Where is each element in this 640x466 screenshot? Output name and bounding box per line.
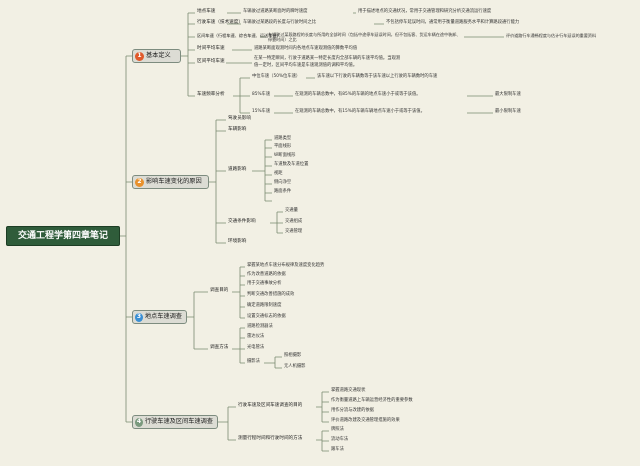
traffic-item[interactable]: 交通量 — [285, 208, 298, 213]
p15-speed-note: 最小限制车速 — [495, 109, 521, 114]
travel-time-method-node[interactable]: 测量行程时间和行驶时间的方法 — [238, 436, 303, 441]
spot-speed-desc: 车辆驶过道路某断面时的瞬时速度 — [243, 9, 308, 14]
survey-method-node[interactable]: 调查方法 — [210, 345, 229, 350]
road-item[interactable]: 侧向净空 — [274, 180, 292, 185]
root-node[interactable]: 交通工程学第四章笔记 — [6, 226, 120, 246]
speed-frequency-node[interactable]: 车速频率分析 — [197, 92, 225, 97]
travel-survey-purpose-node[interactable]: 行驶车速及区间车速调查的目的 — [238, 403, 303, 408]
road-item[interactable]: 纵断面线形 — [274, 153, 296, 158]
travel-method-item[interactable]: 牌照法 — [331, 427, 344, 432]
travel-purpose-item[interactable]: 评价道路改建及交通管理措施的效果 — [331, 418, 400, 423]
purpose-item[interactable]: 确定道路限制速度 — [247, 303, 282, 308]
road-item[interactable]: 路面条件 — [274, 189, 292, 194]
number-badge: 4 — [135, 417, 143, 427]
time-mean-speed-desc: 道路某断面观测时间内各地点车速观测值的算数平均值 — [254, 46, 358, 51]
method-item[interactable]: 光电管法 — [247, 345, 265, 350]
vehicle-factor[interactable]: 车辆影响 — [228, 127, 247, 132]
section-speed-desc2: 评价道路行车通畅程度与估计行车延误的重要资料 — [506, 33, 597, 38]
p85-speed-desc: 在观测的车辆总数中，有85%的车辆的地点车速小于或等于该值。 — [295, 92, 421, 97]
spot-speed-desc2: 用于描述地点的交通状况，常用于交通管理和研究分析交通流运行速度 — [358, 9, 492, 14]
branch-speed-factors[interactable]: 2 影响车速变化的原因 — [132, 175, 209, 189]
purpose-item[interactable]: 作为改善道路的依据 — [247, 272, 286, 277]
p85-speed-node[interactable]: 85%车速 — [252, 92, 271, 97]
branch-label: 基本定义 — [146, 51, 171, 59]
traffic-factor[interactable]: 交通条件影响 — [228, 219, 256, 224]
travel-method-item[interactable]: 跟车法 — [331, 447, 344, 452]
travel-speed-desc2: 不包括停车延误时间，通常用于衡量道路服务水平和计算路段通行能力 — [386, 20, 520, 25]
road-item[interactable]: 道路类型 — [274, 136, 292, 141]
purpose-item[interactable]: 设置交通标志的依据 — [247, 314, 286, 319]
travel-purpose-item[interactable]: 掌握道路交通现状 — [331, 388, 366, 393]
travel-speed-desc: 车辆驶过某路段的长度与行驶时间之比 — [243, 20, 317, 25]
method-item[interactable]: 道路检测器法 — [247, 324, 273, 329]
traffic-item[interactable]: 交通组成 — [285, 219, 303, 224]
time-mean-speed-node[interactable]: 时间平均车速 — [197, 46, 225, 51]
spot-speed-node[interactable]: 地点车速 — [197, 9, 216, 14]
method-item[interactable]: 雷达仪法 — [247, 334, 265, 339]
p15-speed-node[interactable]: 15%车速 — [252, 109, 271, 114]
branch-label: 影响车速变化的原因 — [146, 177, 202, 185]
travel-purpose-item[interactable]: 作为衡量道路上车辆运营经济性的重要参数 — [331, 398, 413, 403]
purpose-item[interactable]: 掌握某地点车速分布规律及速度变化趋势 — [247, 263, 325, 268]
environment-factor[interactable]: 环境影响 — [228, 239, 247, 244]
purpose-item[interactable]: 用于交通事故分析 — [247, 281, 282, 286]
branch-label: 地点车速调查 — [144, 312, 182, 320]
median-speed-node[interactable]: 中位车速（50%位车速） — [252, 74, 301, 79]
branch-travel-speed-survey[interactable]: 4 行驶车速及区间车速调查 — [132, 415, 218, 429]
photo-method-node[interactable]: 摄影法 — [247, 359, 260, 364]
section-speed-node[interactable]: 区间车速（行程车速、综合车速、运送车速） — [197, 33, 281, 38]
space-mean-speed-desc-line2: 值一定时，区间平均车速是车速观测值的调和平均值。 — [254, 63, 358, 68]
number-badge: 3 — [135, 312, 143, 322]
survey-purpose-node[interactable]: 调查目的 — [210, 288, 229, 293]
travel-purpose-item[interactable]: 用作分流与改建的依据 — [331, 408, 374, 413]
road-item[interactable]: 视距 — [274, 171, 283, 176]
section-speed-desc: 车辆驶过某段路程的长度与所用的全部时间（包括中途停车延误时间，但不包括客、货运车… — [268, 32, 461, 43]
median-speed-desc: 该车速以下行驶的车辆数等于该车速以上行驶的车辆数时的车速 — [317, 74, 438, 79]
road-item[interactable]: 车道数及车道位置 — [274, 162, 309, 167]
p85-speed-note: 最大限制车速 — [495, 92, 521, 97]
driver-factor[interactable]: 驾驶员影响 — [228, 116, 251, 121]
photo-method-item[interactable]: 照相摄影 — [284, 353, 302, 358]
photo-method-item[interactable]: 无人机摄影 — [284, 364, 306, 369]
road-item[interactable]: 平面线形 — [274, 144, 292, 149]
number-badge: 1 — [135, 51, 144, 61]
travel-speed-node[interactable]: 行驶车速（技术速度） — [197, 20, 243, 25]
road-factor[interactable]: 道路影响 — [228, 167, 247, 172]
traffic-item[interactable]: 交通管理 — [285, 229, 303, 234]
space-mean-speed-node[interactable]: 区间平均车速 — [197, 59, 225, 64]
purpose-item[interactable]: 判断交通改善措施的成效 — [247, 292, 295, 297]
branch-label: 行驶车速及区间车速调查 — [144, 417, 213, 425]
number-badge: 2 — [135, 177, 144, 187]
travel-method-item[interactable]: 流动车法 — [331, 437, 349, 442]
branch-basic-definitions[interactable]: 1 基本定义 — [132, 49, 181, 63]
p15-speed-desc: 在观测的车辆总数中，有15%的车辆车辆地点车速小于或等于该值。 — [295, 109, 425, 114]
branch-spot-speed-survey[interactable]: 3 地点车速调查 — [132, 310, 187, 324]
space-mean-speed-desc: 在某一特定瞬间，行驶于道路某一特定长度内全部车辆的车速平均值。当观测 — [254, 56, 401, 61]
